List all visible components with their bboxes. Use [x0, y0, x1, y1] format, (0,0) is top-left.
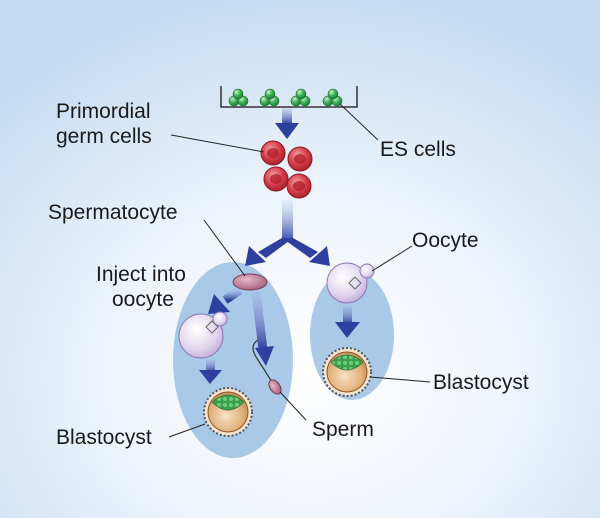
- label-oocyte: Oocyte: [412, 229, 479, 252]
- branching-arrow: [245, 200, 330, 266]
- arrow-oocyte-to-blastocyst-left: [199, 360, 222, 384]
- label-blastocyst-left: Blastocyst: [56, 426, 152, 449]
- spermatocyte-cell: [232, 273, 268, 291]
- germ-cell: [286, 173, 312, 199]
- germ-cell: [260, 140, 286, 166]
- blastocyst-right: [322, 347, 372, 397]
- leader-oocyte: [371, 245, 413, 272]
- leader-lines: [168, 103, 431, 438]
- left-oval: [173, 262, 293, 458]
- label-inject-line2: oocyte: [112, 288, 174, 311]
- culture-dish: [220, 86, 358, 108]
- label-primordial-line1: Primordial: [56, 100, 151, 123]
- germ-cell: [287, 146, 313, 172]
- leader-sperm: [279, 391, 307, 421]
- arrow-spermatocyte-to-oocyte: [208, 286, 243, 314]
- label-spermatocyte: Spermatocyte: [48, 201, 178, 224]
- arrow-spermatocyte-to-sperm: [251, 291, 274, 366]
- label-es-cells: ES cells: [380, 138, 456, 161]
- leader-spermatocyte: [203, 219, 246, 277]
- es-cell-cluster: [322, 88, 343, 107]
- es-cell-cluster: [259, 88, 280, 107]
- es-cell-cluster: [228, 88, 249, 107]
- label-sperm: Sperm: [312, 418, 374, 441]
- es-cell-cluster: [290, 88, 311, 107]
- leader-primordial: [170, 134, 265, 153]
- label-primordial-line2: germ cells: [56, 125, 152, 148]
- leader-blastocyst-left: [168, 423, 206, 438]
- label-blastocyst-right: Blastocyst: [433, 371, 529, 394]
- arrow-dish-to-germ-cells: [275, 108, 299, 139]
- leader-es-cells: [339, 103, 379, 141]
- blastocyst-left: [203, 387, 253, 437]
- germ-cell: [263, 166, 289, 192]
- oocyte-right: [326, 262, 375, 304]
- label-inject-line1: Inject into: [96, 263, 186, 286]
- primordial-germ-cells: [260, 140, 313, 199]
- arrow-oocyte-to-blastocyst-right: [335, 306, 360, 338]
- oocyte-left: [178, 311, 228, 359]
- sperm-cell: [252, 339, 282, 395]
- leader-blastocyst-right: [369, 376, 431, 383]
